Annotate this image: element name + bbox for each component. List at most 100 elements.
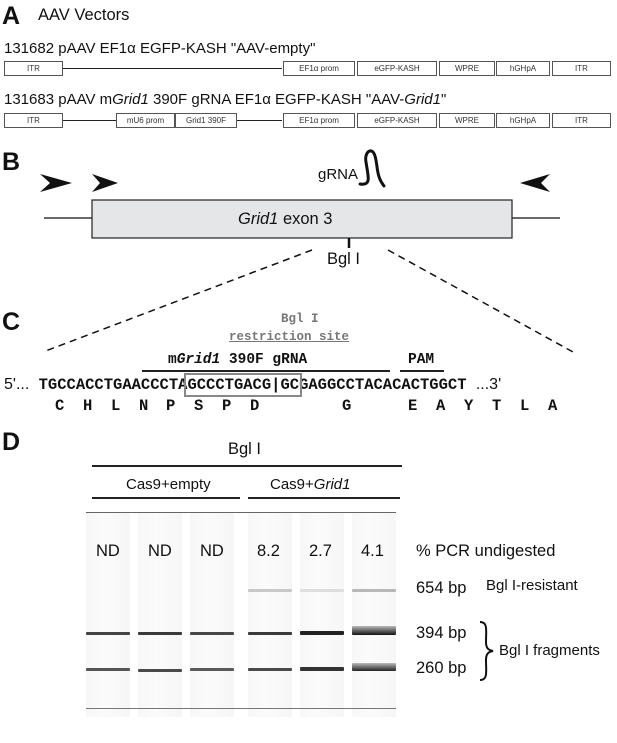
band-260-lane-1 xyxy=(86,668,130,671)
v1-itr-left: ITR xyxy=(4,61,63,76)
enzyme-underline xyxy=(92,465,402,467)
vector2-label-mid: 390F gRNA EF1α EGFP-KASH "AAV- xyxy=(148,91,405,108)
seq-cut-site: | xyxy=(271,376,281,394)
seq-3prime: ...3' xyxy=(475,376,502,393)
v2-mu6-prom: mU6 prom xyxy=(116,113,175,128)
value-lane-1: ND xyxy=(96,542,120,560)
group2-label: Cas9+Grid1 xyxy=(270,476,350,493)
vector2-label: 131683 pAAV mGrid1 390F gRNA EF1α EGFP-K… xyxy=(4,91,446,108)
gel-lane-6 xyxy=(352,512,396,717)
value-lane-4: 8.2 xyxy=(257,542,280,560)
band-394-size: 394 bp xyxy=(416,624,467,642)
gel-lane-1 xyxy=(86,512,130,717)
vector2-label-suffix: " xyxy=(440,91,447,108)
aa-14: L xyxy=(520,397,530,415)
pam-label: PAM xyxy=(408,352,435,368)
grna-seq-label: mGrid1 390F gRNA xyxy=(168,352,307,368)
seq-5prime: 5'... xyxy=(4,376,30,393)
panel-a-title: AAV Vectors xyxy=(38,6,130,24)
value-label: % PCR undigested xyxy=(416,542,556,560)
gel-lane-2 xyxy=(138,512,182,717)
seq-right: GAGGCCTACACACTGGCT xyxy=(299,376,467,394)
band-654-note: Bgl I-resistant xyxy=(486,577,578,594)
aa-3: L xyxy=(111,397,121,415)
gel-lane-3 xyxy=(190,512,234,717)
band-260-lane-4 xyxy=(248,668,292,671)
restriction-site-label-2: restriction site xyxy=(229,330,350,344)
value-lane-2: ND xyxy=(148,542,172,560)
group1-label: Cas9+empty xyxy=(126,476,211,493)
aa-4: N xyxy=(139,397,149,415)
aa-2: H xyxy=(83,397,93,415)
v1-wpre: WPRE xyxy=(439,61,495,76)
v2-hghpa: hGHpA xyxy=(496,113,550,128)
aa-13: T xyxy=(492,397,502,415)
vector1-backbone xyxy=(63,68,282,69)
band-654-lane-6 xyxy=(352,589,396,592)
band-394-lane-1 xyxy=(86,632,130,635)
gel-lane-4 xyxy=(248,512,292,717)
band-260-size: 260 bp xyxy=(416,659,467,677)
aa-12: Y xyxy=(464,397,474,415)
band-394-lane-5 xyxy=(300,631,344,635)
v2-itr-left: ITR xyxy=(4,113,63,128)
v2-ef1a-prom: EF1α prom xyxy=(283,113,355,128)
aa-1: C xyxy=(55,397,65,415)
v1-hghpa: hGHpA xyxy=(496,61,550,76)
aa-5: P xyxy=(166,397,176,415)
panel-b-diagram xyxy=(40,149,574,353)
exon-suffix: exon 3 xyxy=(278,210,333,228)
seq-box-left: GCCCTGACG xyxy=(187,376,272,394)
seq-left: TGCCACCTGAACCCTA xyxy=(38,376,188,394)
band-260-lane-3 xyxy=(190,668,234,671)
forward-primer-arrow-2 xyxy=(92,174,118,192)
v1-itr-right: ITR xyxy=(552,61,611,76)
aa-9: G xyxy=(342,397,352,415)
restriction-site-label-1: Bgl I xyxy=(281,312,319,326)
bgl1-site-label: Bgl I xyxy=(327,250,361,268)
group2-prefix: Cas9+ xyxy=(270,476,314,493)
band-654-lane-4 xyxy=(248,589,292,592)
group1-underline xyxy=(92,497,240,499)
exon3-box xyxy=(91,199,513,239)
band-394-lane-2 xyxy=(138,632,182,635)
panel-d-letter: D xyxy=(2,428,21,456)
seq-box: GCCCTGACG|GC xyxy=(184,373,303,397)
band-394-lane-3 xyxy=(190,632,234,635)
exon-label: Grid1 exon 3 xyxy=(238,210,332,229)
panel-b-letter: B xyxy=(2,148,21,176)
group2-gene: Grid1 xyxy=(313,476,351,493)
value-lane-6: 4.1 xyxy=(361,542,384,560)
band-260-lane-5 xyxy=(300,667,344,671)
band-394-lane-4 xyxy=(248,632,292,635)
value-lane-3: ND xyxy=(200,542,224,560)
fragments-label: Bgl I fragments xyxy=(499,642,600,659)
band-260-lane-6 xyxy=(352,663,396,671)
band-260-lane-2 xyxy=(138,669,182,672)
v2-grid1-390f: Grid1 390F xyxy=(175,113,237,128)
enzyme-label: Bgl I xyxy=(228,440,262,458)
fragments-brace-icon xyxy=(479,621,494,681)
zoom-line-right xyxy=(387,249,574,353)
exon-gene: Grid1 xyxy=(238,210,279,228)
vector1-label: 131682 pAAV EF1α EGFP-KASH "AAV-empty" xyxy=(4,40,316,57)
group2-underline xyxy=(248,497,400,499)
value-lane-5: 2.7 xyxy=(309,542,332,560)
aa-8: D xyxy=(250,397,260,415)
dna-sequence: 5'... TGCCACCTGAACCCTAGCCCTGACG|GCGAGGCC… xyxy=(4,373,502,397)
forward-primer-arrow-1 xyxy=(40,174,72,192)
v1-ef1a-prom: EF1α prom xyxy=(283,61,355,76)
grna-prefix: m xyxy=(168,352,177,368)
vector2-label-gene: Grid1 xyxy=(112,91,149,108)
gel-bottom-edge xyxy=(86,708,396,709)
aa-11: A xyxy=(436,397,446,415)
vector2-label-gene2: Grid1 xyxy=(404,91,441,108)
v2-wpre: WPRE xyxy=(439,113,495,128)
gel-top-edge xyxy=(86,512,396,513)
panel-a-letter: A xyxy=(2,2,21,30)
band-654-size: 654 bp xyxy=(416,579,467,597)
grna-label: gRNA xyxy=(318,166,359,183)
aa-10: E xyxy=(408,397,418,415)
v1-egfp-kash: eGFP-KASH xyxy=(357,61,437,76)
gel-lane-5 xyxy=(300,512,344,717)
